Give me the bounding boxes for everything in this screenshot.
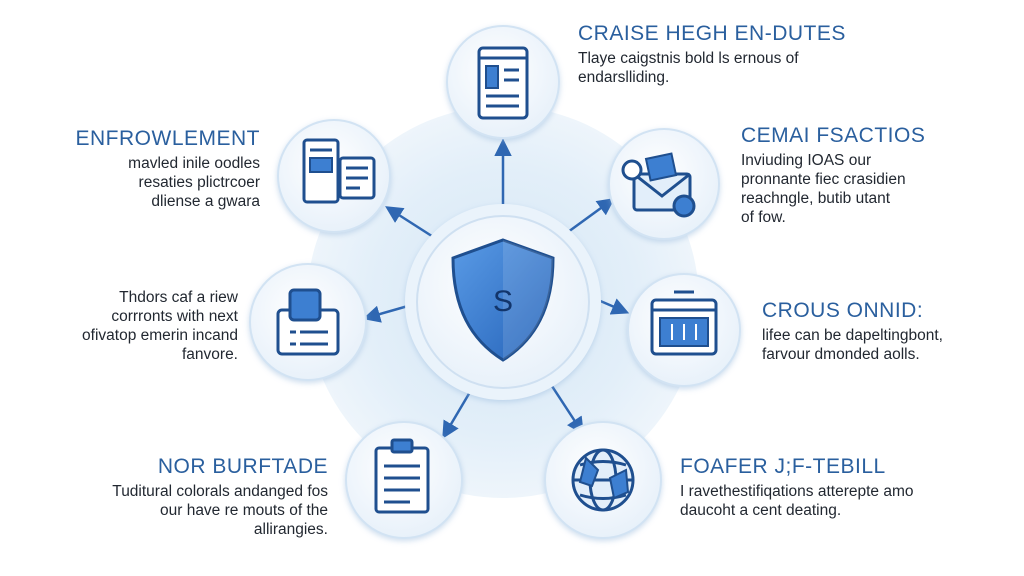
- label-top: CRAISE HEGH EN-DUTES Tlaye caigstnis bol…: [578, 22, 846, 87]
- devices-icon: [302, 138, 376, 204]
- terminal-icon: [650, 290, 718, 356]
- arrow-right-middle: [597, 298, 630, 315]
- label-right-upper-body: Inviuding IOAS our pronnante fiec crasid…: [741, 152, 906, 226]
- node-right-upper: [608, 128, 720, 240]
- shield-glyph: S: [493, 285, 513, 318]
- node-right-lower: [544, 421, 662, 539]
- arrow-right-lower: [546, 379, 584, 435]
- arrow-right-upper: [567, 197, 615, 234]
- label-top-body: Tlaye caigstnis bold ls ernous of endars…: [578, 50, 799, 86]
- label-right-lower: FOAFER J;F-TEBILL I ravethestifiqations …: [680, 455, 914, 520]
- document-icon: [477, 46, 529, 120]
- label-right-upper: CEMAI FSACTIOS Inviuding IOAS our pronna…: [741, 124, 925, 227]
- globe-icon: [571, 448, 635, 512]
- notepad-icon: [374, 438, 430, 514]
- center-node: S: [405, 204, 601, 400]
- label-left-middle: Thdors caf a riew corrronts with next of…: [82, 288, 238, 364]
- label-left-upper: ENFROWLEMENT mavled inile oodles resatie…: [76, 127, 261, 211]
- label-left-upper-title: ENFROWLEMENT: [75, 127, 260, 150]
- label-left-lower-title: NOR BURFTADE: [157, 455, 328, 478]
- mail-coins-icon: [621, 152, 696, 218]
- label-left-lower-body: Tuditural colorals andanged fos our have…: [112, 483, 328, 538]
- node-right-middle: [627, 273, 741, 387]
- node-left-middle: [249, 263, 367, 381]
- connector-arrows: [362, 138, 630, 440]
- arrow-left-middle: [362, 304, 409, 323]
- node-left-lower: [345, 421, 463, 539]
- node-top: [446, 25, 560, 139]
- arrow-left-lower: [442, 391, 472, 440]
- shield-icon: S: [451, 238, 555, 362]
- label-right-upper-title: CEMAI FSACTIOS: [741, 124, 926, 147]
- arrow-left-upper: [385, 206, 439, 242]
- label-right-lower-title: FOAFER J;F-TEBILL: [680, 455, 886, 478]
- security-card-icon: [276, 288, 340, 356]
- node-left-upper: [277, 119, 391, 233]
- label-right-middle: CROUS ONNID: lifee can be dapeltingbont,…: [762, 299, 943, 364]
- label-left-lower: NOR BURFTADE Tuditural colorals andanged…: [112, 455, 328, 539]
- label-right-middle-body: lifee can be dapeltingbont, farvour dmon…: [762, 327, 943, 363]
- label-right-lower-body: I ravethestifiqations atterepte amo dauc…: [680, 483, 914, 519]
- label-top-title: CRAISE HEGH EN-DUTES: [578, 22, 846, 45]
- label-right-middle-title: CROUS ONNID:: [762, 299, 924, 322]
- label-left-middle-body: Thdors caf a riew corrronts with next of…: [82, 289, 238, 363]
- label-left-upper-body: mavled inile oodles resaties plictrcoer …: [128, 155, 260, 210]
